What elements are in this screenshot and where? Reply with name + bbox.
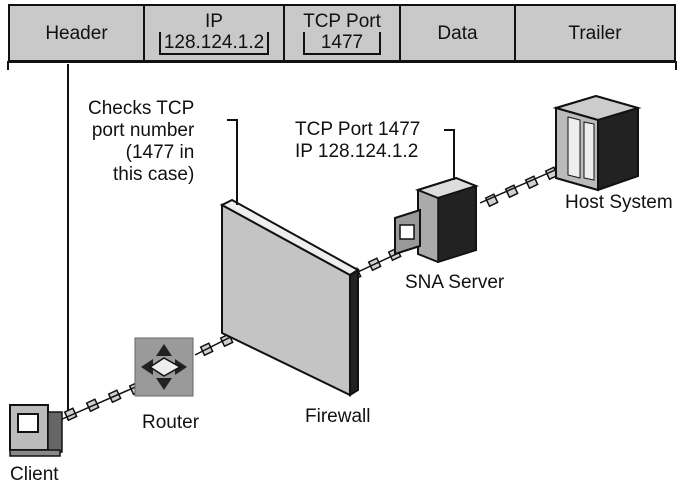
packet-field-trailer: Trailer [516, 6, 674, 60]
packet-field-data-label: Data [437, 22, 478, 44]
packet-field-trailer-label: Trailer [568, 22, 622, 44]
sna-server-label: SNA Server [405, 272, 505, 293]
host-system-label: Host System [565, 192, 673, 213]
firewall-label: Firewall [305, 406, 371, 427]
packet-bracket [7, 61, 677, 70]
packet-field-tcp-port: TCP Port 1477 [285, 6, 401, 60]
firewall-note-line-1: Checks TCP [88, 98, 195, 119]
server-note-leader [444, 129, 455, 180]
packet-field-header: Header [10, 6, 145, 60]
host-system-mainframe-icon [552, 94, 642, 192]
sna-server-icon [394, 176, 479, 264]
firewall-note-line-4: this case) [112, 164, 195, 185]
packet-field-ip-label: IP [205, 11, 223, 32]
firewall-wall-icon [219, 198, 360, 397]
server-note: TCP Port 1477 IP 128.124.1.2 [295, 119, 420, 163]
firewall-note: Checks TCP port number (1477 in this cas… [88, 98, 194, 186]
router-label: Router [142, 412, 200, 433]
packet-structure: Header IP 128.124.1.2 TCP Port 1477 Data… [8, 4, 676, 62]
firewall-note-line-2: port number [91, 120, 195, 141]
client-computer-icon [9, 404, 63, 457]
router-icon [134, 337, 194, 397]
firewall-note-leader [227, 119, 238, 205]
packet-field-tcp-port-label: TCP Port [303, 11, 381, 32]
packet-field-header-label: Header [45, 22, 108, 44]
packet-field-data: Data [401, 6, 516, 60]
server-note-line-2: IP 128.124.1.2 [295, 141, 419, 162]
client-label: Client [10, 464, 59, 485]
firewall-note-line-3: (1477 in [125, 142, 195, 163]
packet-field-ip-value: 128.124.1.2 [158, 32, 270, 55]
server-note-line-1: TCP Port 1477 [295, 119, 421, 140]
packet-field-tcp-port-value: 1477 [303, 32, 381, 55]
packet-field-ip: IP 128.124.1.2 [145, 6, 285, 60]
